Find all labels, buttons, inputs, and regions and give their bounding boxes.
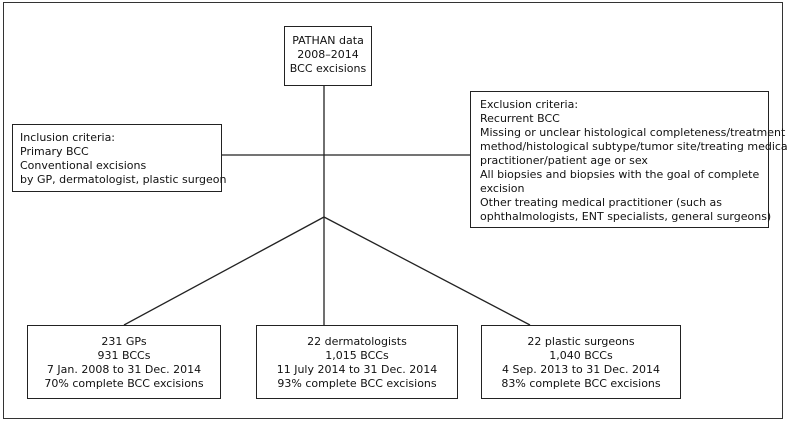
source-line-3: BCC excisions — [289, 62, 367, 75]
dermatologists-completeness: 93% complete BCC excisions — [277, 377, 437, 390]
source-line-1: PATHAN data — [292, 34, 364, 47]
inclusion-criteria-box: Inclusion criteria: Primary BCC Conventi… — [12, 124, 227, 192]
dermatologists-count: 22 dermatologists — [307, 335, 407, 348]
plastic-surgeons-completeness: 83% complete BCC excisions — [501, 377, 661, 390]
dermatologists-period: 11 July 2014 to 31 Dec. 2014 — [276, 363, 438, 376]
inclusion-line-2: Primary BCC — [20, 145, 89, 158]
inclusion-line-3: Conventional excisions — [20, 159, 147, 172]
gps-count: 231 GPs — [101, 335, 147, 348]
exclusion-line-3: Missing or unclear histological complete… — [480, 126, 786, 139]
branch-line-plastic-surgeons — [323, 216, 531, 326]
inclusion-line-1: Inclusion criteria: — [20, 131, 116, 144]
plastic-surgeons-count: 22 plastic surgeons — [527, 335, 635, 348]
group-box-dermatologists: 22 dermatologists 1,015 BCCs 11 July 201… — [256, 325, 458, 399]
branch-line-gps — [123, 216, 325, 326]
source-line-2: 2008–2014 — [297, 48, 359, 61]
dermatologists-bcc-count: 1,015 BCCs — [325, 349, 389, 362]
exclusion-line-2: Recurrent BCC — [480, 112, 560, 125]
figure-frame — [3, 2, 783, 419]
exclusion-criteria-box: Exclusion criteria: Recurrent BCC Missin… — [470, 91, 788, 228]
exclusion-line-6: All biopsies and biopsies with the goal … — [480, 168, 760, 181]
source-box: PATHAN data 2008–2014 BCC excisions — [284, 26, 372, 86]
plastic-surgeons-period: 4 Sep. 2013 to 31 Dec. 2014 — [501, 363, 661, 376]
exclusion-line-7: excision — [480, 182, 525, 195]
gps-period: 7 Jan. 2008 to 31 Dec. 2014 — [46, 363, 202, 376]
inclusion-line-4: by GP, dermatologist, plastic surgeon — [20, 173, 227, 186]
exclusion-line-5: practitioner/patient age or sex — [480, 154, 648, 167]
exclusion-line-4: method/histological subtype/tumor site/t… — [480, 140, 788, 153]
exclusion-line-8: Other treating medical practitioner (suc… — [480, 196, 723, 209]
gps-completeness: 70% complete BCC excisions — [44, 377, 204, 390]
group-box-plastic-surgeons: 22 plastic surgeons 1,040 BCCs 4 Sep. 20… — [481, 325, 681, 399]
exclusion-line-9: ophthalmologists, ENT specialists, gener… — [480, 210, 772, 223]
group-box-gps: 231 GPs 931 BCCs 7 Jan. 2008 to 31 Dec. … — [27, 325, 221, 399]
exclusion-line-1: Exclusion criteria: — [480, 98, 579, 111]
gps-bcc-count: 931 BCCs — [97, 349, 151, 362]
plastic-surgeons-bcc-count: 1,040 BCCs — [549, 349, 613, 362]
